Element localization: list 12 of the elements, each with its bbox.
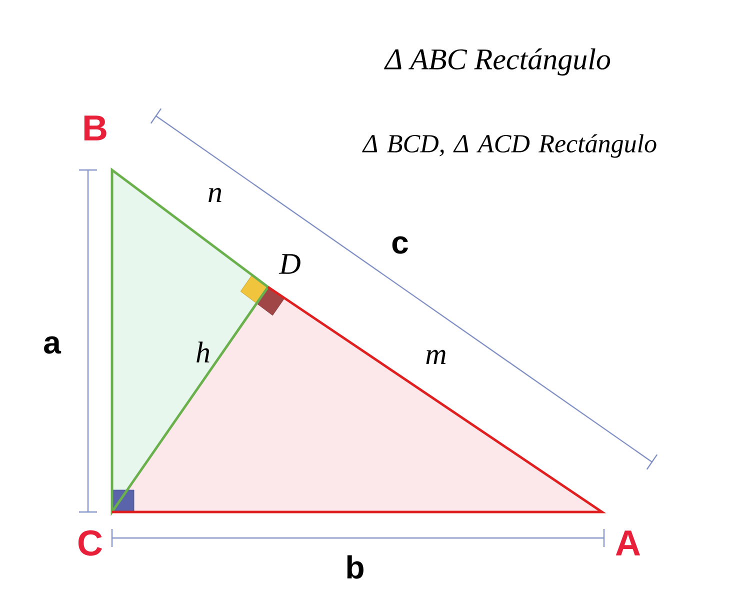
vertex-label: B — [84, 116, 106, 140]
dimension-label: a — [44, 336, 62, 354]
dimension-label: b — [347, 555, 364, 579]
dimension-label: c — [392, 236, 408, 254]
heading-text: Δ BCD, Δ ACD Rectángulo — [362, 134, 656, 158]
segment-label: n — [208, 188, 222, 202]
vertex-label: A — [616, 530, 640, 556]
heading-text: Δ ABC Rectángulo — [384, 48, 610, 76]
segment-label: h — [196, 342, 210, 362]
vertex-label: C — [78, 530, 102, 556]
segment-label: m — [426, 350, 446, 364]
vertex-label: D — [278, 254, 300, 274]
